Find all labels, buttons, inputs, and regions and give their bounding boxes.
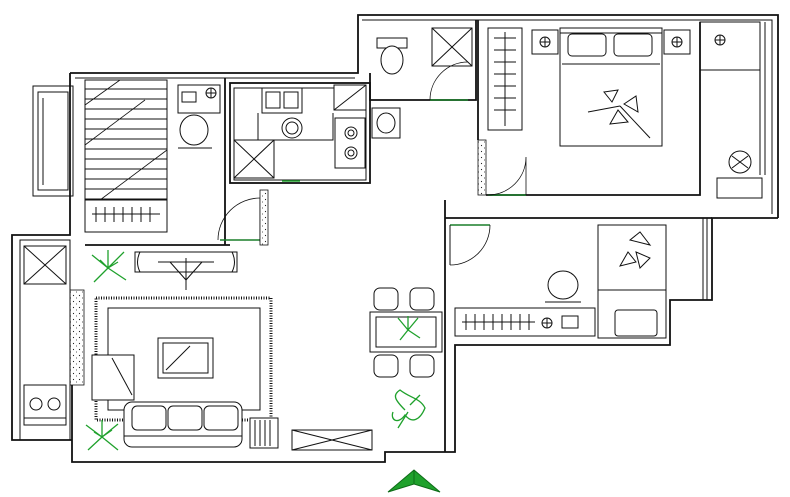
bed-right-ornament [618, 231, 652, 269]
balcony-laundry [19, 239, 71, 441]
socket-icon [205, 87, 217, 99]
bedroom-left [84, 79, 221, 233]
potted-plant-icon [91, 250, 127, 283]
bed-ornament [587, 89, 651, 139]
bedroom-right [449, 224, 667, 339]
side-cabinet [249, 417, 279, 449]
bed-left [84, 79, 168, 201]
potted-plant-icon [397, 316, 421, 341]
wardrobe-top [487, 27, 523, 131]
armchair [91, 354, 135, 401]
outer-walls [11, 14, 779, 463]
chair-left [179, 114, 209, 146]
potted-plant-icon [85, 420, 119, 451]
coffee-table [157, 337, 214, 379]
potted-plant-icon [391, 389, 426, 429]
gas-stove [334, 117, 366, 169]
chair-right [547, 270, 579, 300]
north-arrow-icon [387, 469, 441, 493]
living-room [85, 250, 373, 451]
bathroom [369, 20, 477, 139]
balcony-left [32, 85, 74, 197]
toilet [380, 45, 404, 75]
pillow-left [567, 33, 607, 57]
wardrobe-left [84, 199, 168, 233]
kitchen [229, 82, 371, 184]
master-bedroom [531, 21, 763, 199]
window-strip-left [69, 289, 85, 386]
hangers-left [92, 207, 160, 222]
pillow-right [613, 33, 653, 57]
dining-area [369, 287, 443, 378]
